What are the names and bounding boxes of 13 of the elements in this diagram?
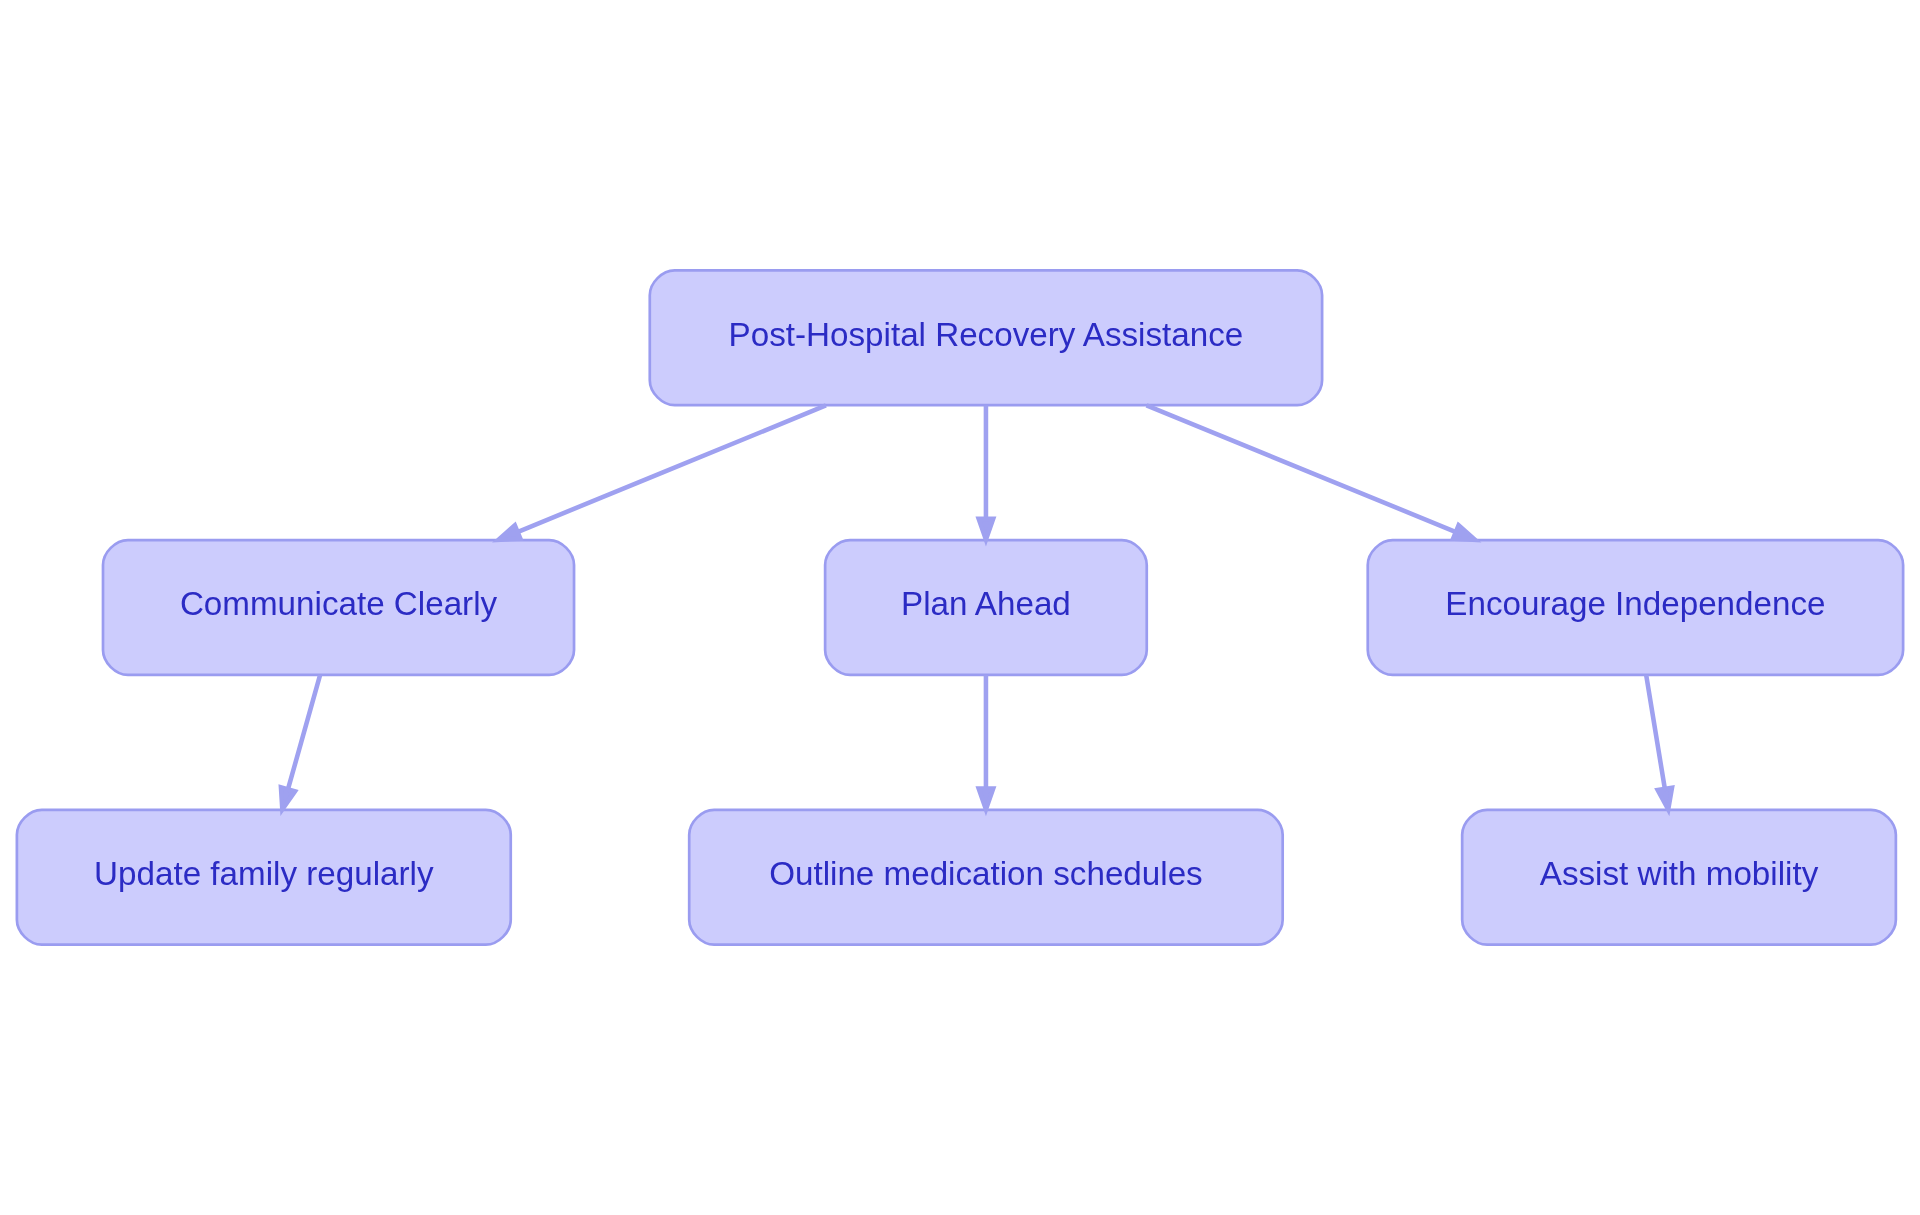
- arrow: [1643, 674, 1675, 817]
- arrow: [975, 405, 997, 547]
- arrow: [975, 675, 997, 817]
- arrow: [278, 674, 323, 816]
- node-box: Post-Hospital Recovery Assistance: [648, 268, 1324, 407]
- node-box: Update family regularly: [15, 808, 513, 947]
- node-box: Plan Ahead: [823, 538, 1149, 677]
- arrow: [492, 403, 827, 543]
- node-box: Encourage Independence: [1366, 538, 1905, 677]
- node-box: Communicate Clearly: [101, 538, 576, 677]
- node-box: Assist with mobility: [1460, 808, 1898, 947]
- arrow: [1145, 403, 1482, 543]
- node-box: Outline medication schedules: [687, 808, 1284, 947]
